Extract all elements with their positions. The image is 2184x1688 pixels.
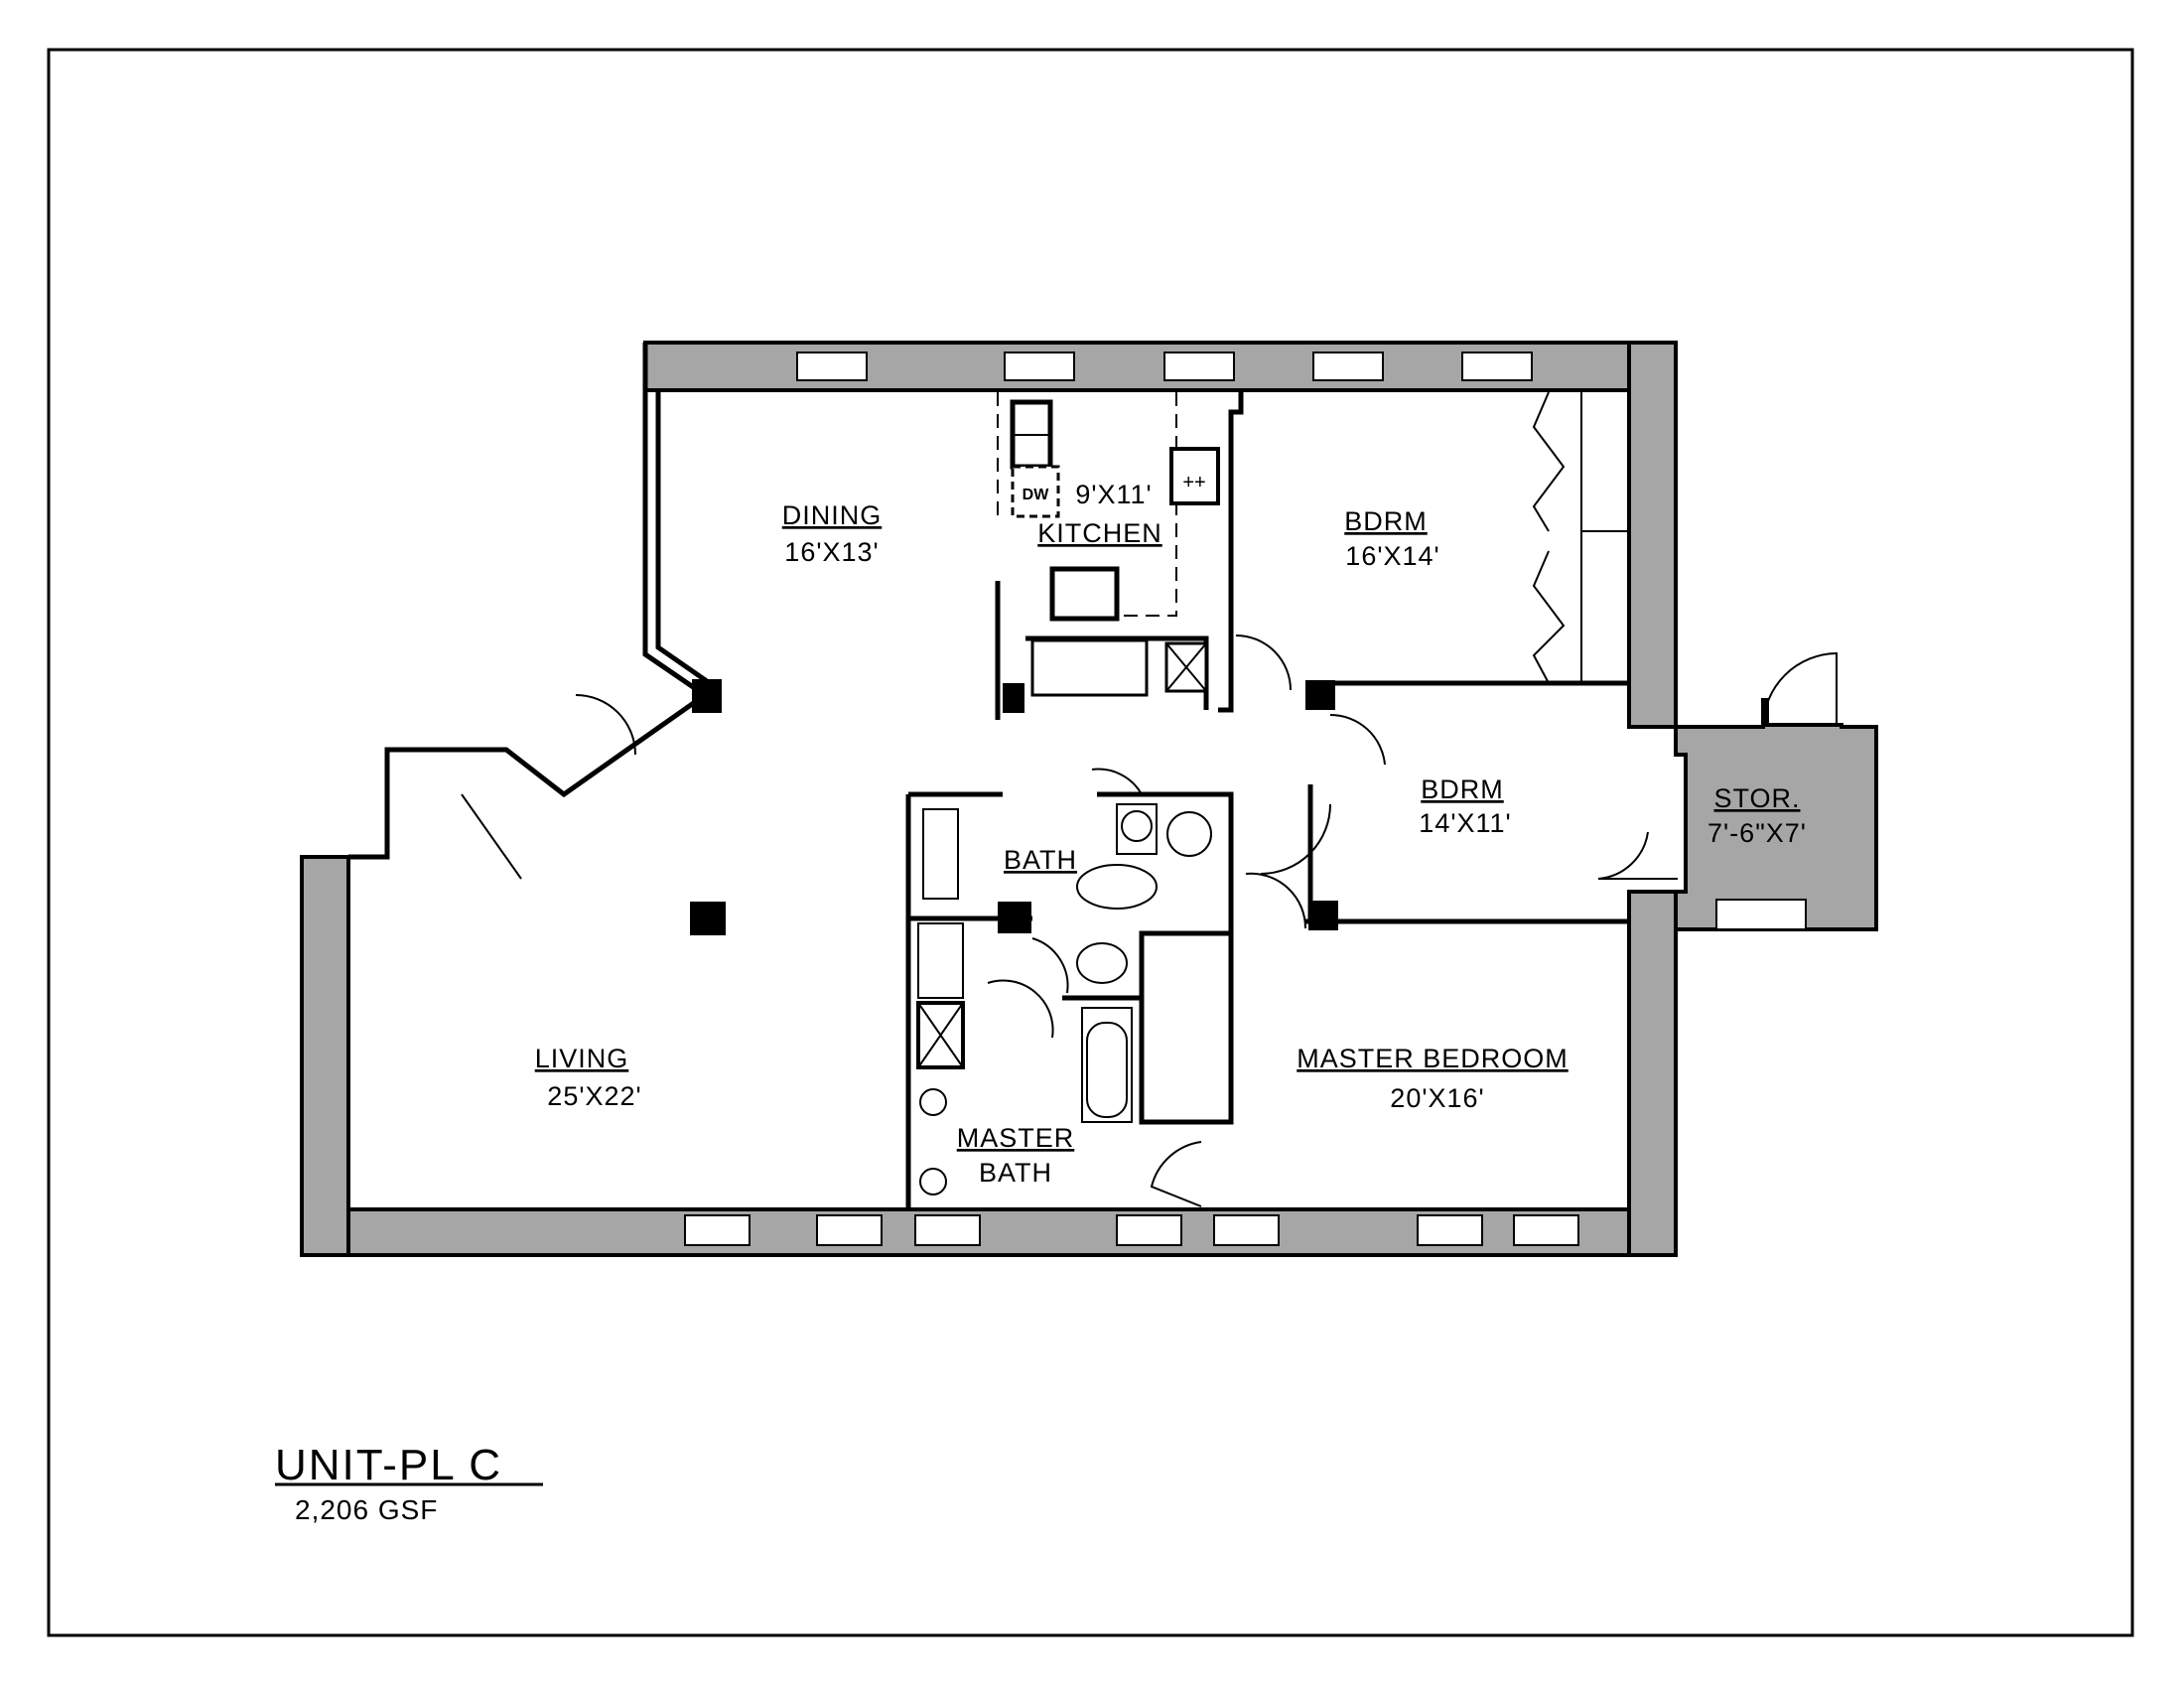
room-size-bedroom-2: 14'X11' [1419, 808, 1511, 838]
exterior-walls [300, 341, 1878, 1257]
room-size-master-bedroom: 20'X16' [1390, 1083, 1484, 1113]
unit-area: 2,206 GSF [295, 1494, 438, 1525]
room-name-living: LIVING [535, 1044, 629, 1073]
sheet-border [47, 48, 2134, 1637]
room-labels: DINING 16'X13' 9'X11' KITCHEN BDRM 16'X1… [535, 480, 1807, 1188]
room-name-bath: BATH [1004, 845, 1077, 875]
room-size-living: 25'X22' [547, 1081, 641, 1111]
unit-title: UNIT-PL C [275, 1441, 502, 1489]
columns [690, 679, 1338, 935]
interior-walls [461, 389, 1678, 1209]
room-name-bedroom-1: BDRM [1344, 506, 1428, 536]
room-size-storage: 7'-6"X7' [1707, 818, 1807, 848]
range-icon [1169, 447, 1220, 505]
room-name-master-bedroom: MASTER BEDROOM [1297, 1044, 1569, 1073]
room-name-kitchen: KITCHEN [1037, 518, 1162, 548]
room-size-dining: 16'X13' [784, 537, 879, 567]
room-name-master-bath: MASTER [957, 1123, 1075, 1153]
room-name-storage: STOR. [1713, 783, 1800, 813]
windows [684, 352, 1579, 1246]
room-size-bedroom-1: 16'X14' [1345, 541, 1439, 571]
dishwasher-icon [1011, 465, 1060, 518]
room-name-master-bath-line2: BATH [979, 1158, 1052, 1188]
room-size-kitchen: 9'X11' [1075, 480, 1152, 509]
dishwasher-label: DW [1023, 487, 1050, 503]
room-name-dining: DINING [782, 500, 883, 530]
burners-icon: ++ [1182, 472, 1205, 493]
kitchen-fixtures: DW ++ [997, 392, 1220, 697]
room-name-bedroom-2: BDRM [1421, 774, 1504, 804]
